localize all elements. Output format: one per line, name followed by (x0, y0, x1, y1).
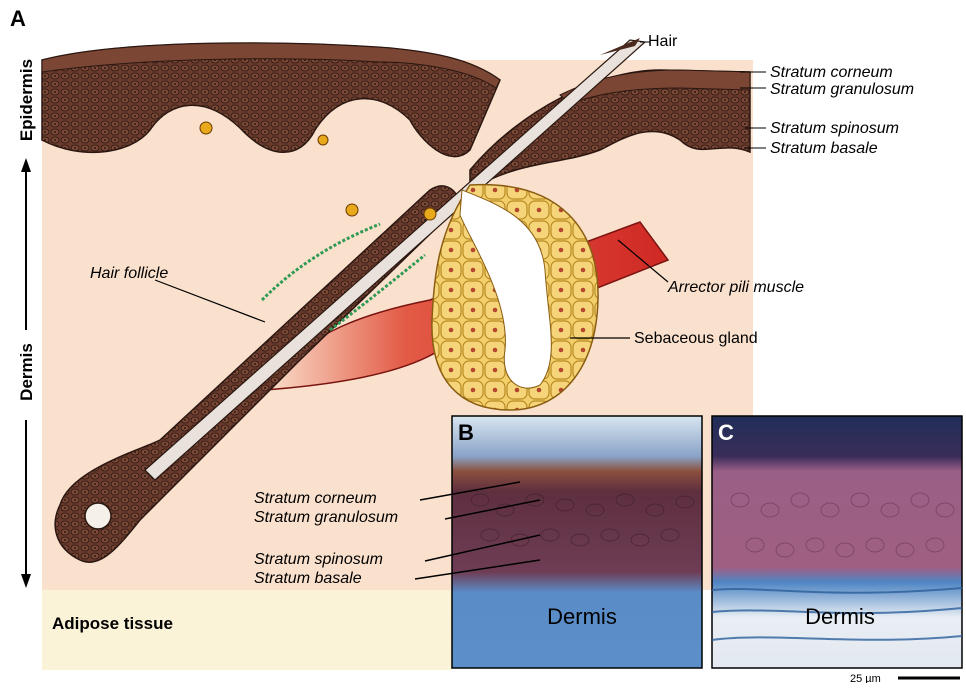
hair-label: Hair (648, 33, 678, 50)
panel-b-dermis-label: Dermis (547, 604, 617, 629)
stratum-granulosum-label-a: Stratum granulosum (770, 81, 914, 98)
axis-arrow-up (21, 158, 31, 172)
dermis-axis-label: Dermis (17, 343, 36, 401)
axis-arrow-down (21, 574, 31, 588)
stratum-basale-label-a: Stratum basale (770, 140, 878, 157)
hair-follicle-label: Hair follicle (90, 265, 168, 282)
epidermis-axis-label: Epidermis (17, 59, 36, 141)
panel-c-dermis-label: Dermis (805, 604, 875, 629)
stratum-corneum-label-a: Stratum corneum (770, 64, 893, 81)
stratum-spinosum-label-a: Stratum spinosum (770, 120, 899, 137)
stratum-corneum-label-b: Stratum corneum (254, 490, 377, 507)
panel-c-micrograph (712, 416, 962, 668)
stratum-granulosum-label-b: Stratum granulosum (254, 509, 398, 526)
panel-b-micrograph (452, 416, 702, 668)
panel-b-letter: B (458, 420, 474, 446)
sebaceous-gland-label: Sebaceous gland (634, 330, 758, 347)
scale-bar-label: 25 µm (850, 673, 881, 683)
adipose-label: Adipose tissue (52, 614, 173, 633)
arrector-pili-label: Arrector pili muscle (667, 279, 804, 296)
dermal-papilla (85, 503, 111, 529)
panel-a-letter: A (10, 6, 26, 32)
stratum-basale-label-b: Stratum basale (254, 570, 362, 587)
panel-c-letter: C (718, 420, 734, 446)
stratum-spinosum-label-b: Stratum spinosum (254, 551, 383, 568)
